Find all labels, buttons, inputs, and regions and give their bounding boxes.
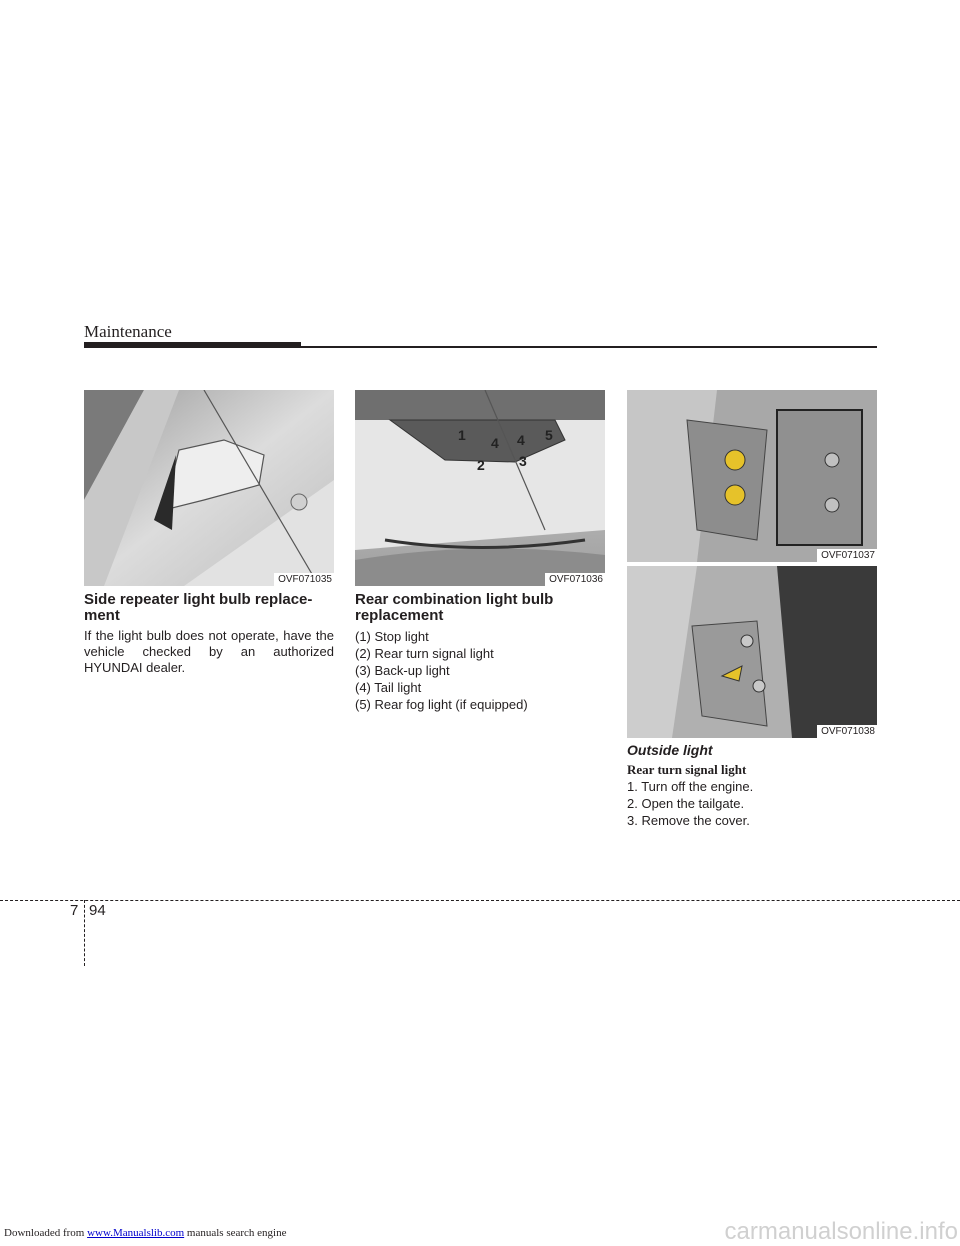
list-item: (5) Rear fog light (if equipped) bbox=[355, 697, 528, 712]
rear-combination-figure: 1 4 4 5 2 3 OVF071036 bbox=[355, 390, 605, 586]
side-mirror-figure: OVF071035 bbox=[84, 390, 334, 586]
page-number-divider bbox=[84, 900, 85, 966]
figure-caption: OVF071038 bbox=[817, 725, 877, 738]
callout-label: 1 bbox=[458, 427, 466, 443]
side-repeater-body: If the light bulb does not operate, have… bbox=[84, 628, 334, 675]
page-number: 94 bbox=[89, 902, 106, 919]
footer-suffix: manuals search engine bbox=[184, 1227, 287, 1239]
heading-line: Side repeater light bulb replace- bbox=[84, 591, 313, 608]
header-bar bbox=[84, 342, 301, 348]
callout-label: 4 bbox=[491, 435, 499, 451]
manualslib-link[interactable]: www.Manualslib.com bbox=[87, 1227, 185, 1239]
list-item: (3) Back-up light bbox=[355, 663, 450, 678]
heading-line: ment bbox=[84, 607, 120, 624]
step-item: 3. Remove the cover. bbox=[627, 813, 750, 828]
side-repeater-heading: Side repeater light bulb replace- ment bbox=[84, 592, 334, 624]
step-item: 1. Turn off the engine. bbox=[627, 779, 754, 794]
figure-caption: OVF071035 bbox=[274, 573, 334, 586]
section-number: 7 bbox=[70, 902, 79, 919]
list-item: (4) Tail light bbox=[355, 680, 422, 695]
callout-label: 4 bbox=[517, 432, 525, 448]
heading-line: Rear combination light bulb bbox=[355, 591, 554, 608]
rear-combination-heading: Rear combination light bulb replacement bbox=[355, 592, 605, 624]
footer-dashed-rule bbox=[0, 900, 960, 901]
steps-list: 1. Turn off the engine. 2. Open the tail… bbox=[627, 778, 753, 829]
outside-light-title: Outside light bbox=[627, 742, 713, 758]
callout-label: 5 bbox=[545, 427, 553, 443]
step-item: 2. Open the tailgate. bbox=[627, 796, 745, 811]
header-rule bbox=[301, 346, 877, 348]
list-item: (1) Stop light bbox=[355, 629, 429, 644]
watermark: carmanualsonline.info bbox=[724, 1218, 958, 1245]
callout-label: 2 bbox=[477, 457, 485, 473]
footer-prefix: Downloaded from bbox=[4, 1227, 88, 1239]
list-item: (2) Rear turn signal light bbox=[355, 646, 494, 661]
download-footer: Downloaded from www.Manualslib.com manua… bbox=[4, 1227, 286, 1239]
figure-caption: OVF071036 bbox=[545, 573, 605, 586]
callout-label: 3 bbox=[519, 453, 527, 469]
tailgate-open-figure: OVF071038 bbox=[627, 566, 877, 738]
rear-turn-signal-subtitle: Rear turn signal light bbox=[627, 762, 747, 777]
figure-caption: OVF071037 bbox=[817, 549, 877, 562]
heading-line: replacement bbox=[355, 607, 444, 624]
tailgate-cover-figure: OVF071037 bbox=[627, 390, 877, 562]
rear-combination-list: (1) Stop light (2) Rear turn signal ligh… bbox=[355, 628, 605, 713]
section-title: Maintenance bbox=[84, 322, 172, 341]
